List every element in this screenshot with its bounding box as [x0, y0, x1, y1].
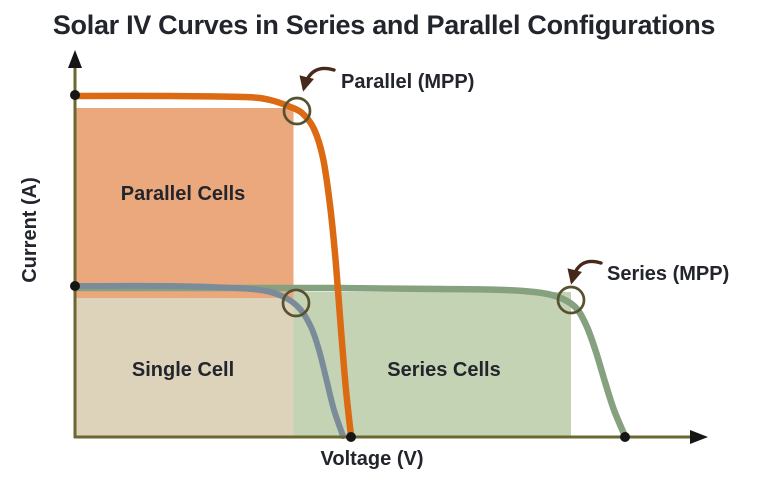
iv-curves-layer: [73, 92, 629, 440]
parallel-curve: [73, 92, 355, 440]
series-mpp-annotation: Series (MPP): [607, 263, 729, 285]
isc-parallel-dot: [70, 90, 80, 100]
x-axis-label: Voltage (V): [321, 448, 424, 470]
parallel-cells-region: [76, 108, 294, 298]
isc-single-dot: [70, 281, 80, 291]
series-curve: [73, 284, 629, 440]
axis-dots-layer: [70, 90, 630, 442]
single-cell-region: [76, 298, 294, 436]
single-cell-curve: [74, 282, 346, 439]
parallel-region-label: Parallel Cells: [121, 183, 246, 205]
series-mpp-ring: [556, 285, 586, 315]
annotation-arrows-layer: [299, 66, 603, 285]
parallel-mpp-arrow: [299, 66, 336, 92]
chart-title: Solar IV Curves in Series and Parallel C…: [53, 10, 715, 40]
parallel-mpp-annotation: Parallel (MPP): [341, 71, 474, 93]
voc-series-dot: [620, 432, 630, 442]
mpp-rings-layer: [281, 96, 586, 318]
x-axis-arrowhead-icon: [690, 430, 708, 444]
y-axis-label: Current (A): [19, 177, 41, 283]
parallel-mpp-ring: [282, 96, 312, 126]
voc-parallel-dot: [346, 432, 356, 442]
single-mpp-ring: [281, 288, 311, 318]
series-region-label: Series Cells: [387, 359, 500, 381]
single-region-label: Single Cell: [132, 359, 234, 381]
series-mpp-arrow: [567, 259, 603, 285]
y-axis-arrowhead-icon: [68, 50, 82, 68]
axes-layer: [68, 50, 708, 444]
